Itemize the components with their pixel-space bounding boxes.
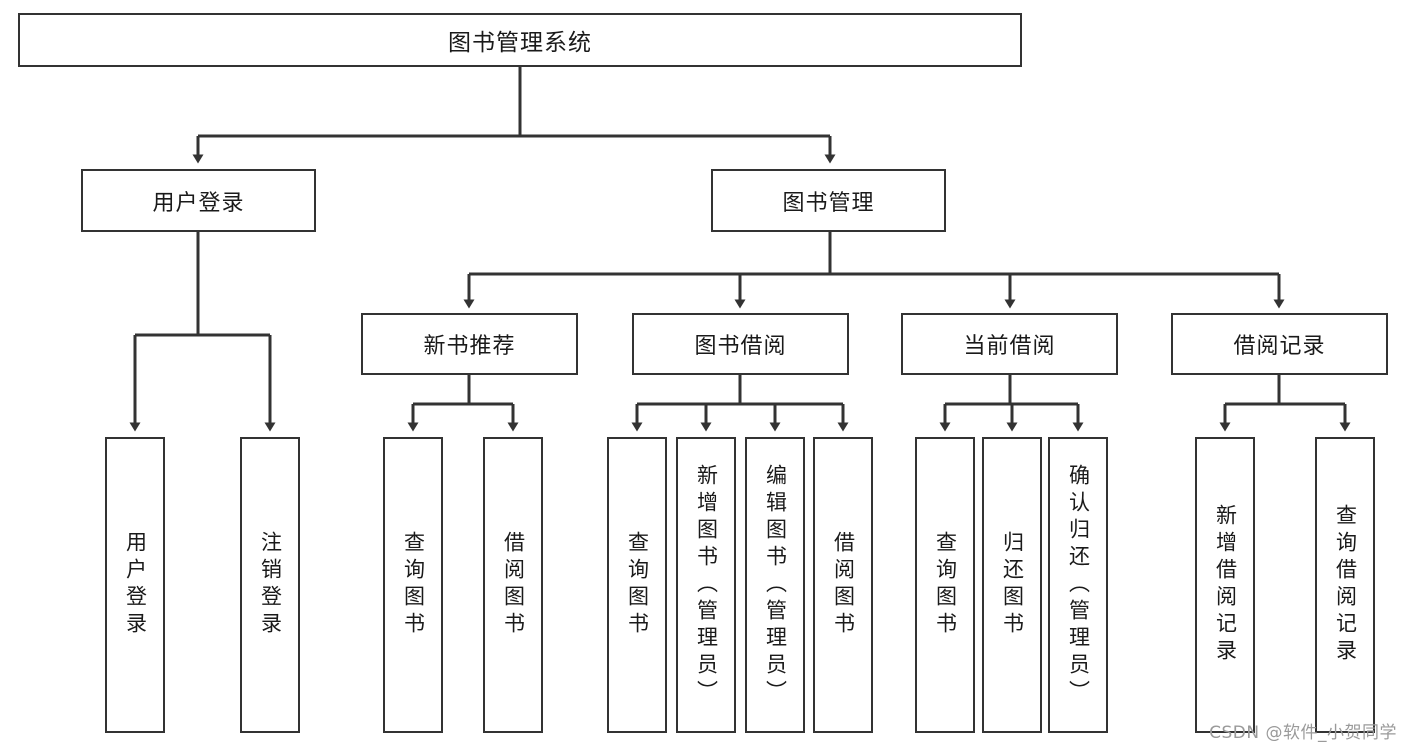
leaf-current-query-book[interactable]: 查询图书: [915, 437, 975, 733]
leaf-record-add-record[interactable]: 新增借阅记录: [1195, 437, 1255, 733]
node-label: 查询借阅记录: [1333, 504, 1358, 666]
node-label: 查询图书: [625, 531, 650, 639]
leaf-current-return-book[interactable]: 归还图书: [982, 437, 1042, 733]
node-label: 归还图书: [1000, 531, 1025, 639]
node-label: 借阅记录: [1233, 334, 1326, 359]
node-label: 图书借阅: [694, 334, 787, 359]
node-label: 用户登录: [123, 531, 148, 639]
leaf-recommend-query-book[interactable]: 查询图书: [383, 437, 443, 733]
leaf-borrow-edit-book[interactable]: 编辑图书（管理员）: [745, 437, 805, 733]
node-user-login[interactable]: 用户登录: [81, 169, 316, 232]
node-borrow-record[interactable]: 借阅记录: [1171, 313, 1388, 375]
node-label: 用户登录: [152, 190, 245, 216]
node-book-borrow[interactable]: 图书借阅: [632, 313, 849, 375]
leaf-record-query-record[interactable]: 查询借阅记录: [1315, 437, 1375, 733]
node-label: 新书推荐: [423, 334, 516, 359]
leaf-recommend-borrow-book[interactable]: 借阅图书: [483, 437, 543, 733]
node-label: 图书管理系统: [448, 30, 592, 56]
leaf-borrow-add-book[interactable]: 新增图书（管理员）: [676, 437, 736, 733]
leaf-current-confirm-return[interactable]: 确认归还（管理员）: [1048, 437, 1108, 733]
node-current-borrow[interactable]: 当前借阅: [901, 313, 1118, 375]
leaf-borrow-query-book[interactable]: 查询图书: [607, 437, 667, 733]
node-label: 当前借阅: [963, 334, 1056, 359]
watermark-text: CSDN @软件_小贺同学: [1209, 723, 1397, 743]
node-root-system[interactable]: 图书管理系统: [18, 13, 1022, 67]
node-label: 确认归还（管理员）: [1066, 463, 1091, 707]
node-book-management[interactable]: 图书管理: [711, 169, 946, 232]
leaf-borrow-borrow-book[interactable]: 借阅图书: [813, 437, 873, 733]
node-label: 查询图书: [933, 531, 958, 639]
node-new-book-recommend[interactable]: 新书推荐: [361, 313, 578, 375]
node-label: 编辑图书（管理员）: [763, 463, 788, 707]
node-label: 查询图书: [401, 531, 426, 639]
node-label: 图书管理: [782, 190, 875, 216]
leaf-user-login-signin[interactable]: 用户登录: [105, 437, 165, 733]
node-label: 借阅图书: [501, 531, 526, 639]
node-label: 注销登录: [258, 531, 283, 639]
leaf-user-login-signout[interactable]: 注销登录: [240, 437, 300, 733]
node-label: 借阅图书: [831, 531, 856, 639]
node-label: 新增图书（管理员）: [694, 463, 719, 707]
node-label: 新增借阅记录: [1213, 504, 1238, 666]
